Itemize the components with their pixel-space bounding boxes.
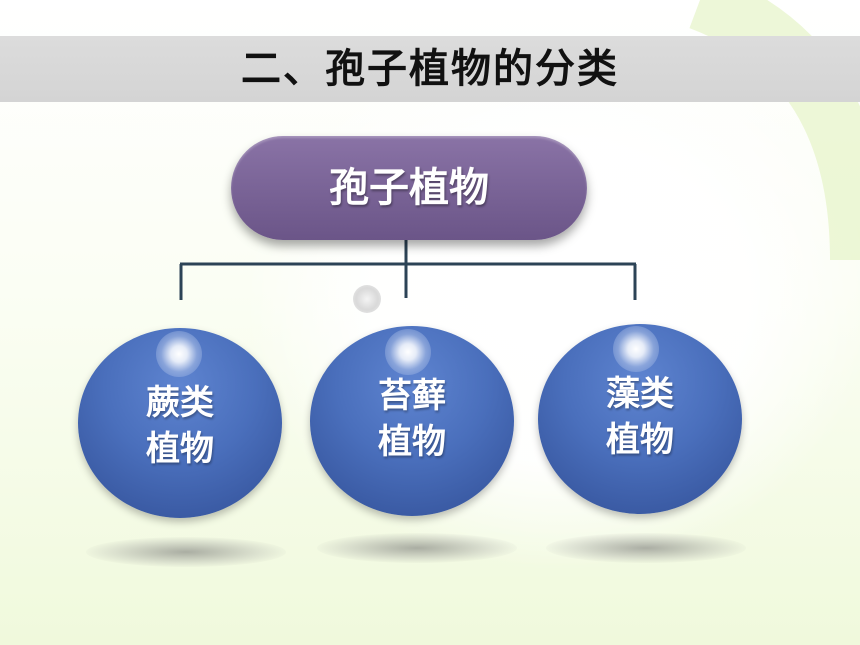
node-shadow bbox=[86, 537, 286, 567]
child-label-line2: 植物 bbox=[606, 420, 674, 460]
node-shadow bbox=[317, 533, 517, 563]
child-node-mosses-label: 苔藓 植物 bbox=[310, 373, 514, 465]
child-node-algae-label: 藻类 植物 bbox=[538, 371, 742, 463]
root-node-label: 孢子植物 bbox=[329, 165, 489, 211]
node-highlight bbox=[156, 331, 202, 377]
root-node bbox=[231, 136, 587, 240]
node-shadow bbox=[546, 533, 746, 563]
child-label-line1: 苔藓 bbox=[378, 376, 446, 416]
child-label-line2: 植物 bbox=[378, 422, 446, 462]
child-label-line1: 蕨类 bbox=[146, 383, 214, 423]
node-highlight bbox=[385, 329, 431, 375]
child-node-ferns-label: 蕨类 植物 bbox=[78, 380, 282, 472]
decorative-dot bbox=[353, 285, 381, 313]
slide-title: 二、孢子植物的分类 bbox=[241, 46, 619, 92]
node-highlight bbox=[613, 326, 659, 372]
child-label-line2: 植物 bbox=[146, 429, 214, 469]
title-band bbox=[0, 36, 860, 102]
child-label-line1: 藻类 bbox=[606, 374, 674, 414]
